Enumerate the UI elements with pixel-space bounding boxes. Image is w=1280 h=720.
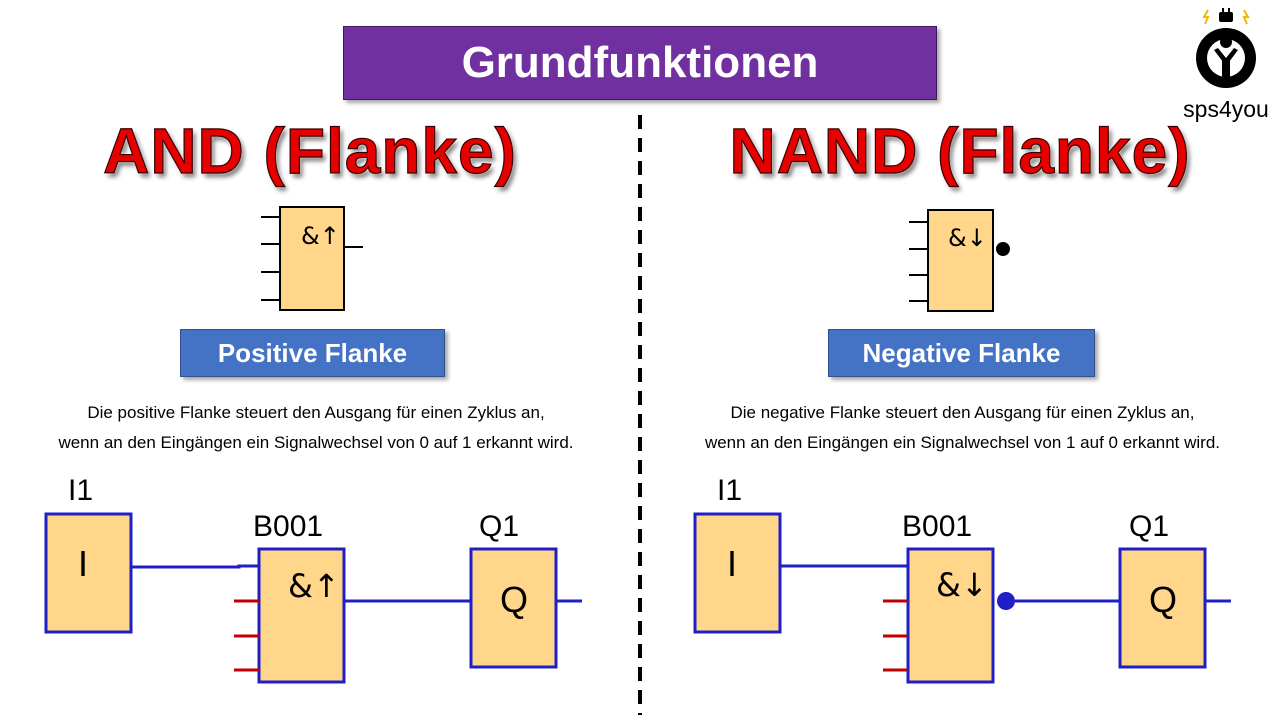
right-function-block	[906, 547, 995, 684]
nand-flank-symbol-label: &↓	[948, 224, 987, 252]
left-block-symbol: &↑	[288, 567, 340, 605]
left-heading: AND (Flanke)	[102, 114, 517, 187]
left-input-block	[44, 512, 133, 634]
left-description-line-2: wenn an den Eingängen ein Signalwechsel …	[58, 433, 574, 452]
left-logic-diagram: I1 I B001 &↑ Q1 Q	[44, 474, 582, 684]
sps4you-logo: sps4you	[1178, 6, 1274, 122]
left-block-name: B001	[253, 510, 323, 543]
right-description: Die negative Flanke steuert den Ausgang …	[645, 398, 1280, 458]
left-output-symbol: Q	[500, 579, 528, 620]
right-input-name: I1	[717, 474, 742, 507]
and-flank-symbol: &↑	[261, 206, 363, 311]
right-block-name: B001	[902, 510, 972, 543]
positive-flank-label: Positive Flanke	[180, 329, 445, 377]
left-wire-input	[131, 564, 259, 569]
center-divider	[638, 115, 642, 715]
left-input-name: I1	[68, 474, 93, 507]
logo-text: sps4you	[1183, 96, 1269, 122]
right-heading: NAND (Flanke)	[729, 114, 1191, 187]
right-output-symbol: Q	[1149, 579, 1177, 620]
right-negation-dot	[997, 592, 1015, 610]
right-input-symbol: I	[727, 543, 737, 584]
left-description: Die positive Flanke steuert den Ausgang …	[0, 398, 632, 458]
page-title: Grundfunktionen	[343, 26, 937, 100]
left-function-block	[257, 547, 346, 684]
left-output-block	[469, 547, 558, 669]
logo-icon	[1196, 8, 1256, 88]
negative-flank-label: Negative Flanke	[828, 329, 1095, 377]
right-output-block	[1118, 547, 1207, 669]
right-block-symbol: &↓	[936, 566, 988, 604]
right-description-line-1: Die negative Flanke steuert den Ausgang …	[730, 403, 1195, 422]
left-description-line-1: Die positive Flanke steuert den Ausgang …	[87, 403, 545, 422]
left-output-name: Q1	[479, 510, 519, 543]
nand-flank-symbol: &↓	[909, 209, 1010, 312]
and-flank-symbol-label: &↑	[301, 222, 340, 250]
right-description-line-2: wenn an den Eingängen ein Signalwechsel …	[704, 433, 1221, 452]
right-input-block	[693, 512, 782, 634]
right-logic-diagram: I1 I B001 &↓ Q1 Q	[693, 474, 1231, 684]
left-input-symbol: I	[78, 543, 88, 584]
right-output-name: Q1	[1129, 510, 1169, 543]
